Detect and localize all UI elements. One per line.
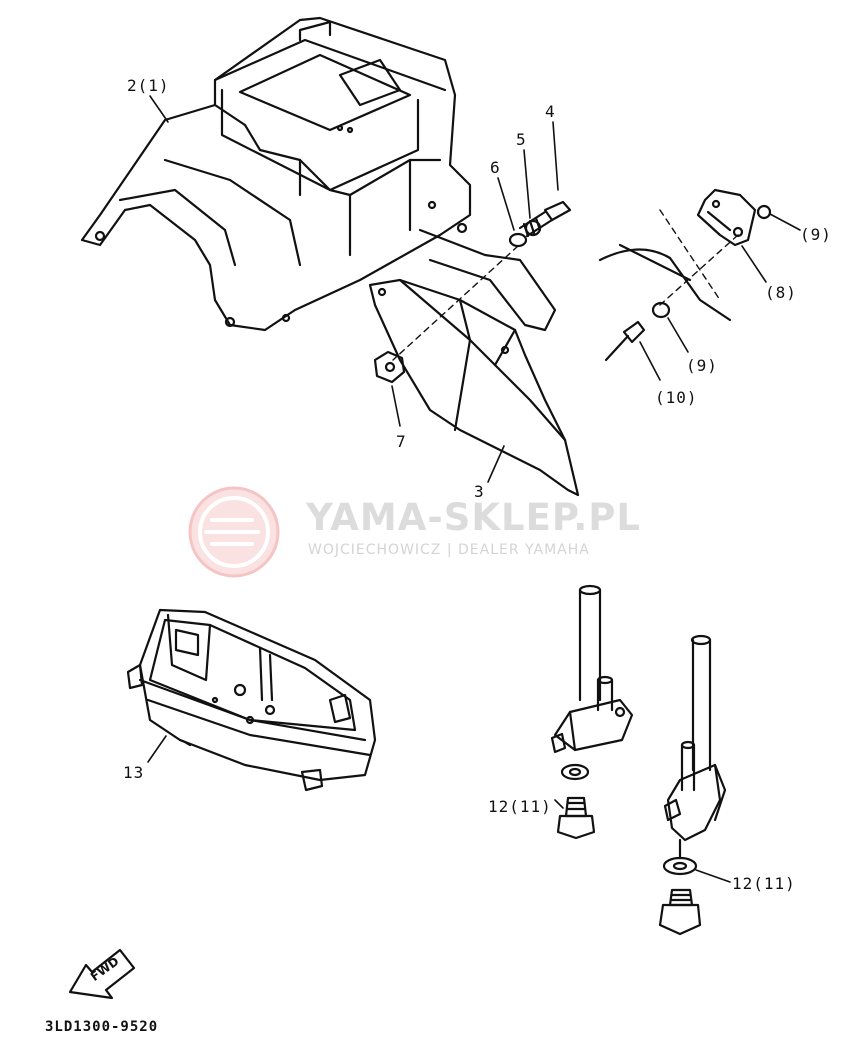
watermark-subtitle: WOJCIECHOWICZ | DEALER YAMAHA — [308, 542, 590, 558]
label-part-9b: (9) — [686, 356, 718, 375]
label-part-4: 4 — [545, 102, 556, 121]
leader-9b — [667, 317, 689, 353]
watermark-title: YAMA-SKLEP.PL — [306, 496, 641, 539]
rear-fender-part-2 — [80, 16, 557, 332]
label-part-2: 2(1) — [127, 76, 170, 95]
label-part-9a: (9) — [800, 225, 832, 244]
watermark: YAMA-SKLEP.PL WOJCIECHOWICZ | DEALER YAM… — [188, 482, 688, 582]
washer-part-5 — [524, 219, 542, 237]
fuel-cock-bolt-left — [556, 796, 596, 840]
label-part-3: 3 — [474, 482, 485, 501]
mud-flap-part-3 — [368, 278, 580, 497]
label-part-5: 5 — [516, 130, 527, 149]
fwd-arrow-icon — [68, 948, 136, 1000]
label-part-12a: 12(11) — [488, 797, 552, 816]
leader-13 — [147, 735, 167, 763]
leader-3 — [487, 445, 505, 483]
leader-9a — [769, 213, 801, 231]
leader-7 — [391, 385, 401, 427]
washer-part-9b — [651, 301, 671, 319]
leader-12a — [554, 799, 564, 809]
label-part-12b: 12(11) — [732, 874, 796, 893]
bracket-part-8 — [598, 188, 757, 322]
fuel-cock-left — [550, 584, 634, 754]
meter-case-part-13 — [126, 608, 377, 792]
label-part-8: (8) — [765, 283, 797, 302]
leader-8 — [741, 245, 767, 283]
leader-2 — [149, 95, 169, 123]
diagram-code: 3LD1300-9520 — [45, 1019, 159, 1035]
watermark-logo-icon — [188, 486, 280, 578]
leader-4 — [552, 121, 559, 191]
leader-10 — [639, 341, 661, 381]
nut-part-7 — [373, 350, 406, 384]
leader-12b — [695, 869, 731, 883]
leader-6 — [497, 177, 515, 231]
leader-5 — [523, 149, 531, 219]
alignment-lines — [392, 209, 739, 361]
fuel-cock-bolt-right — [658, 888, 702, 936]
label-part-6: 6 — [490, 158, 501, 177]
fuel-cock-washer-left — [560, 763, 590, 781]
label-part-7: 7 — [396, 432, 407, 451]
label-part-13: 13 — [123, 763, 145, 782]
label-part-10: (10) — [655, 388, 698, 407]
screw-part-10 — [604, 320, 646, 362]
washer-part-9a — [756, 204, 772, 220]
washer-part-6 — [508, 232, 528, 248]
fuel-cock-right — [663, 634, 727, 842]
fuel-cock-washer-right — [662, 838, 698, 876]
